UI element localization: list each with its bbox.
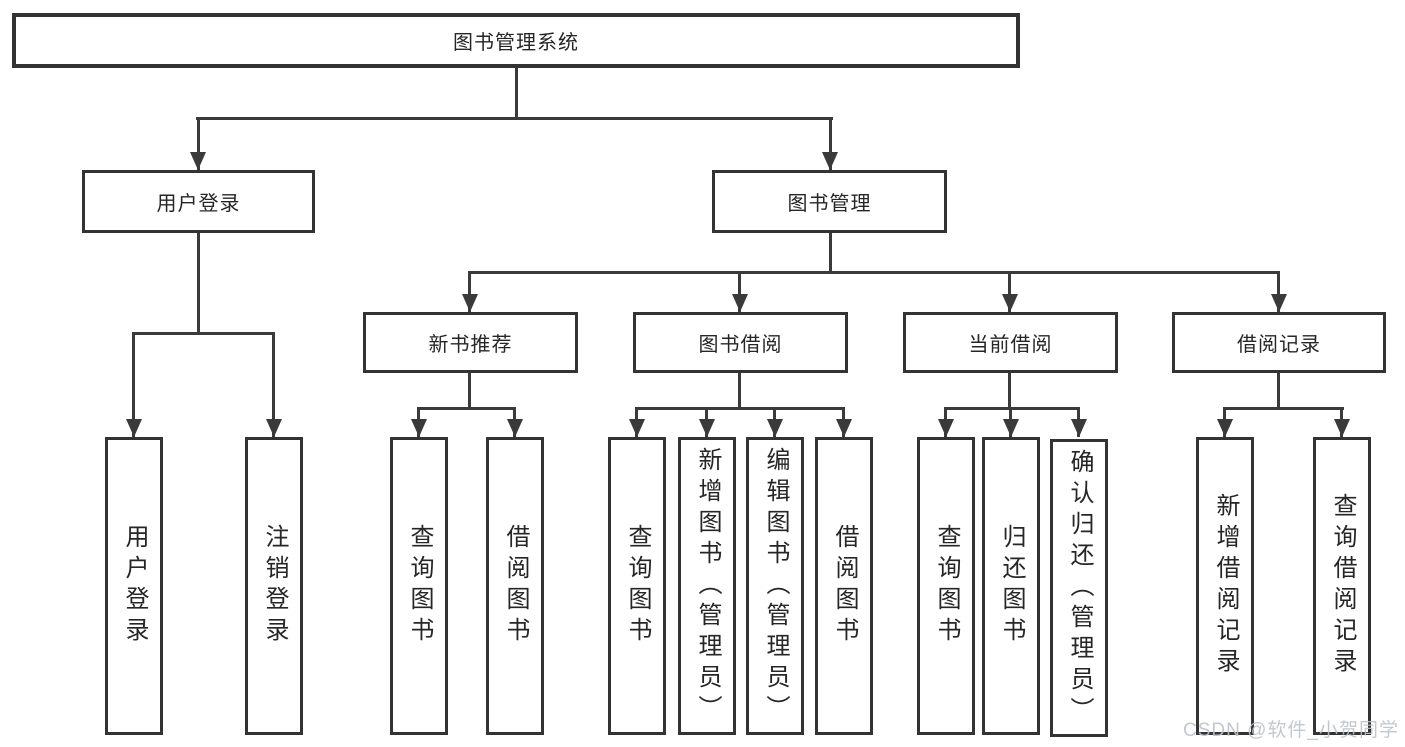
- node-label: 新书推荐: [428, 334, 513, 356]
- connector-drop-borrow-records: [1277, 272, 1280, 312]
- leaf-label: 新增借阅记录: [1212, 493, 1239, 679]
- leaf-label: 用户登录: [121, 524, 148, 648]
- connector-bus-book-borrow: [635, 407, 845, 410]
- connector-bus-book-management: [468, 271, 1280, 274]
- leaf-return-books: 归还图书: [982, 437, 1040, 735]
- connector-stem-borrow-records: [1277, 373, 1280, 408]
- leaf-query-books-current: 查询图书: [917, 437, 975, 735]
- connector-bus-root: [196, 117, 833, 120]
- arrow-down-icon: [1002, 294, 1018, 312]
- arrow-down-icon: [266, 419, 282, 437]
- arrow-down-icon: [1271, 294, 1287, 312]
- node-borrow-records: 借阅记录: [1172, 312, 1386, 373]
- leaf-label: 编辑图书（管理员）: [762, 446, 789, 726]
- node-label: 当前借阅: [968, 334, 1053, 356]
- node-current-borrow: 当前借阅: [903, 312, 1118, 373]
- arrow-down-icon: [699, 419, 715, 437]
- arrow-down-icon: [732, 294, 748, 312]
- arrow-down-icon: [822, 152, 838, 170]
- arrow-down-icon: [836, 419, 852, 437]
- leaf-query-borrow-record: 查询借阅记录: [1313, 437, 1371, 735]
- leaf-add-books-admin: 新增图书（管理员）: [678, 437, 736, 735]
- node-new-book-recommend: 新书推荐: [363, 312, 578, 373]
- arrow-down-icon: [507, 419, 523, 437]
- leaf-query-books-recommend: 查询图书: [390, 437, 448, 735]
- leaf-label: 查询图书: [933, 524, 960, 648]
- arrow-down-icon: [462, 294, 478, 312]
- leaf-add-borrow-record: 新增借阅记录: [1196, 437, 1254, 735]
- leaf-borrow-books-recommend: 借阅图书: [486, 437, 544, 735]
- leaf-query-books-borrow: 查询图书: [608, 437, 666, 735]
- connector-stem-current-borrow: [1008, 373, 1011, 408]
- connector-bus-borrow-records: [1223, 407, 1344, 410]
- connector-drop-logout: [272, 333, 275, 437]
- leaf-label: 归还图书: [998, 524, 1025, 648]
- arrow-down-icon: [1217, 419, 1233, 437]
- arrow-down-icon: [938, 419, 954, 437]
- node-book-borrow: 图书借阅: [633, 312, 848, 373]
- node-label: 图书管理: [787, 193, 872, 215]
- node-user-login: 用户登录: [82, 170, 315, 233]
- leaf-label: 查询图书: [624, 524, 651, 648]
- leaf-confirm-return-admin: 确认归还（管理员）: [1050, 439, 1108, 737]
- arrow-down-icon: [1071, 419, 1087, 437]
- connector-drop-current-borrow: [1008, 272, 1011, 312]
- connector-stem-book-management: [829, 233, 832, 272]
- connector-drop-new-book: [468, 272, 471, 312]
- connector-bus-user-login: [132, 332, 275, 335]
- leaf-borrow-books: 借阅图书: [815, 437, 873, 735]
- watermark: CSDN @软件_小贺同学: [1183, 720, 1399, 741]
- arrow-down-icon: [629, 419, 645, 437]
- connector-stem-book-borrow: [738, 373, 741, 408]
- connector-stem-root: [515, 68, 518, 118]
- node-label: 用户登录: [156, 193, 241, 215]
- node-label: 图书借阅: [698, 334, 783, 356]
- leaf-label: 查询借阅记录: [1329, 493, 1356, 679]
- node-library-system: 图书管理系统: [12, 13, 1020, 68]
- connector-stem-new-book: [468, 373, 471, 408]
- leaf-label: 借阅图书: [831, 524, 858, 648]
- connector-drop-book-borrow: [738, 272, 741, 312]
- leaf-label: 注销登录: [261, 524, 288, 648]
- connector-bus-new-book: [417, 407, 516, 410]
- arrow-down-icon: [767, 419, 783, 437]
- connector-drop-book-management: [829, 118, 832, 170]
- connector-drop-user-login: [197, 118, 200, 170]
- leaf-user-login: 用户登录: [105, 437, 163, 735]
- arrow-down-icon: [190, 152, 206, 170]
- leaf-label: 查询图书: [406, 524, 433, 648]
- node-book-management: 图书管理: [712, 170, 947, 233]
- leaf-label: 确认归还（管理员）: [1066, 448, 1093, 728]
- connector-bus-current-borrow: [944, 407, 1080, 410]
- leaf-label: 借阅图书: [502, 524, 529, 648]
- arrow-down-icon: [1003, 419, 1019, 437]
- leaf-logout: 注销登录: [245, 437, 303, 735]
- connector-drop-login: [132, 333, 135, 437]
- leaf-label: 新增图书（管理员）: [694, 446, 721, 726]
- connector-stem-user-login: [197, 233, 200, 333]
- arrow-down-icon: [411, 419, 427, 437]
- arrow-down-icon: [126, 419, 142, 437]
- node-label: 借阅记录: [1237, 334, 1321, 356]
- node-label: 图书管理系统: [453, 32, 579, 54]
- arrow-down-icon: [1334, 419, 1350, 437]
- leaf-edit-books-admin: 编辑图书（管理员）: [746, 437, 804, 735]
